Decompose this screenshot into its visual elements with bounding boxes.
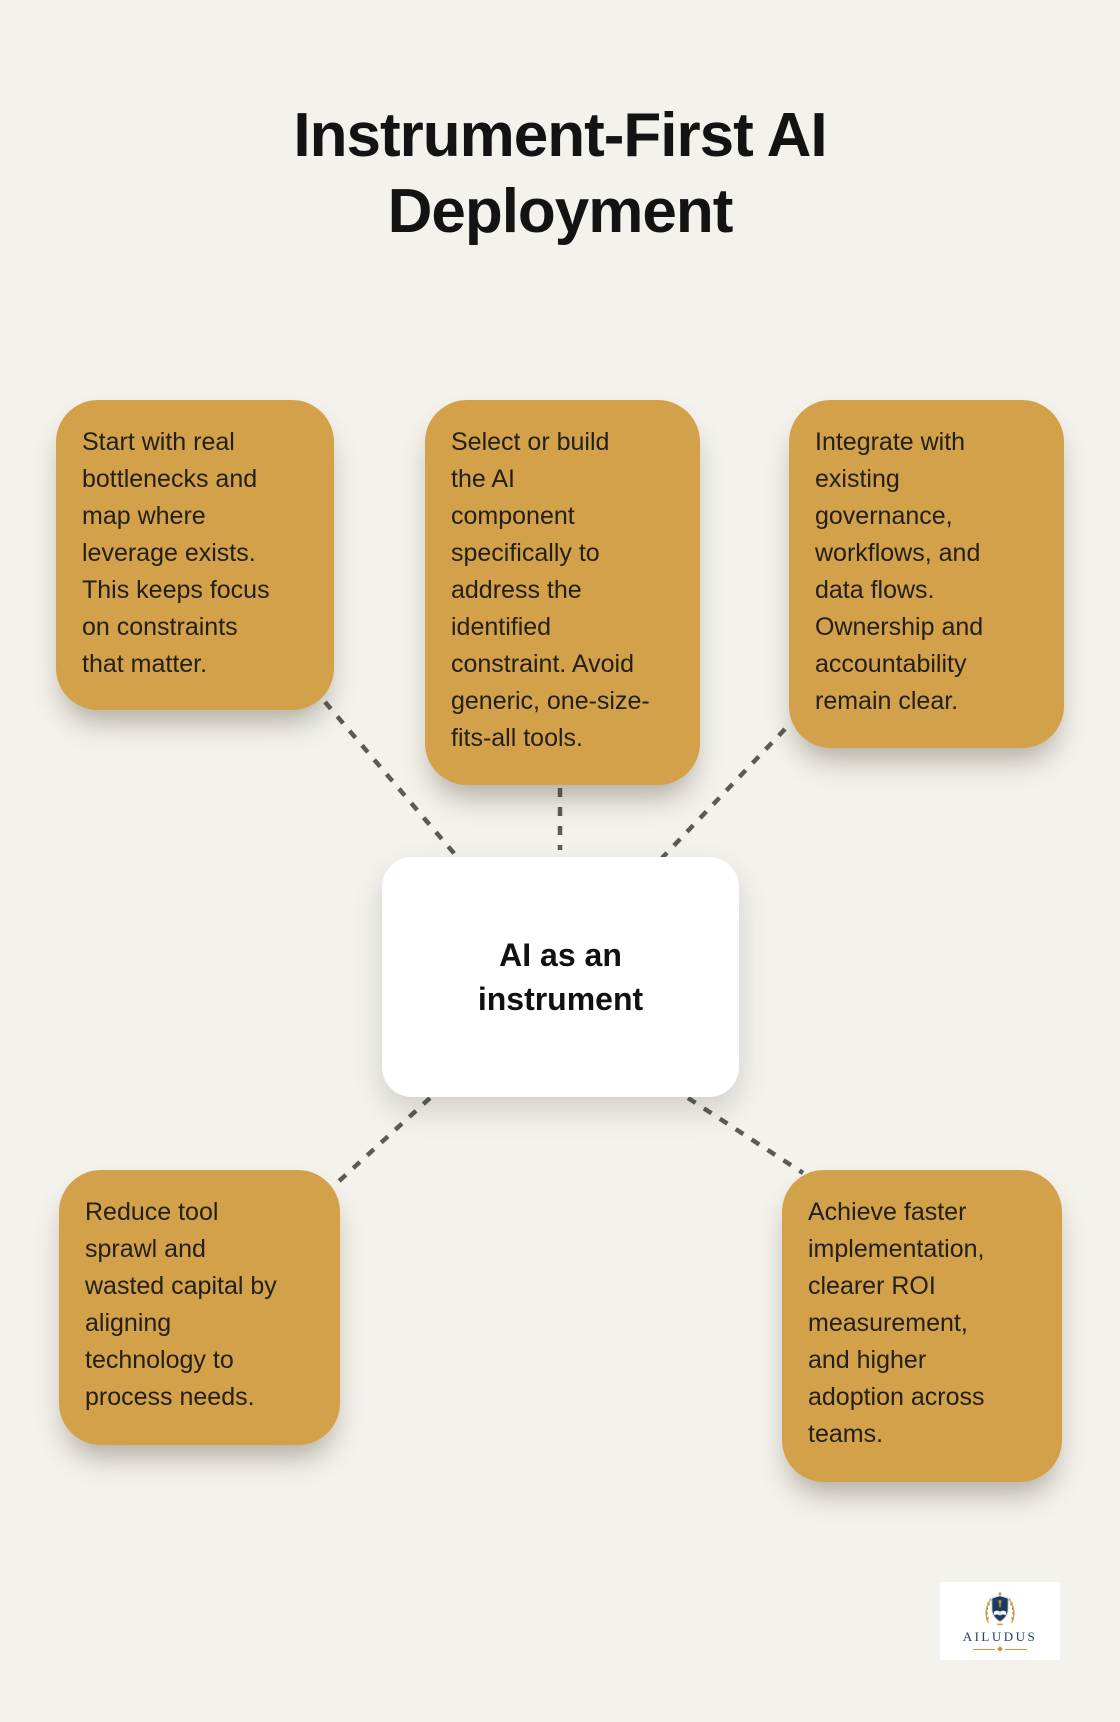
card-integrate-governance-text: Integrate with existing governance, work…	[815, 428, 984, 715]
brand-logo: AILUDUS	[940, 1582, 1060, 1660]
card-select-ai-component: Select or build the AI component specifi…	[425, 400, 700, 785]
card-achieve-outcomes-text: Achieve faster implementation, clearer R…	[808, 1198, 985, 1448]
brand-logo-rule	[973, 1646, 1027, 1652]
connector-center-card5	[686, 1096, 805, 1175]
brand-logo-wordmark: AILUDUS	[962, 1629, 1038, 1644]
card-identify-constraints-text: Start with real bottlenecks and map wher…	[82, 428, 270, 678]
card-integrate-governance: Integrate with existing governance, work…	[789, 400, 1064, 748]
card-reduce-tool-sprawl: Reduce tool sprawl and wasted capital by…	[59, 1170, 340, 1445]
card-identify-constraints: Start with real bottlenecks and map wher…	[56, 400, 334, 710]
rule-diamond	[997, 1646, 1003, 1652]
connector-center-card4	[336, 1096, 432, 1184]
ailudus-crest-icon	[985, 1592, 1015, 1626]
rule-bar-right	[1005, 1648, 1027, 1650]
card-achieve-outcomes: Achieve faster implementation, clearer R…	[782, 1170, 1062, 1482]
connector-card1-center	[323, 700, 460, 860]
page-title: Instrument-First AI Deployment	[293, 101, 827, 246]
card-select-ai-component-text: Select or build the AI component specifi…	[451, 428, 650, 752]
card-reduce-tool-sprawl-text: Reduce tool sprawl and wasted capital by…	[85, 1198, 277, 1411]
center-node: AI as an instrument	[382, 857, 739, 1097]
rule-bar-left	[973, 1648, 995, 1650]
center-node-label: AI as an instrument	[477, 937, 644, 1017]
